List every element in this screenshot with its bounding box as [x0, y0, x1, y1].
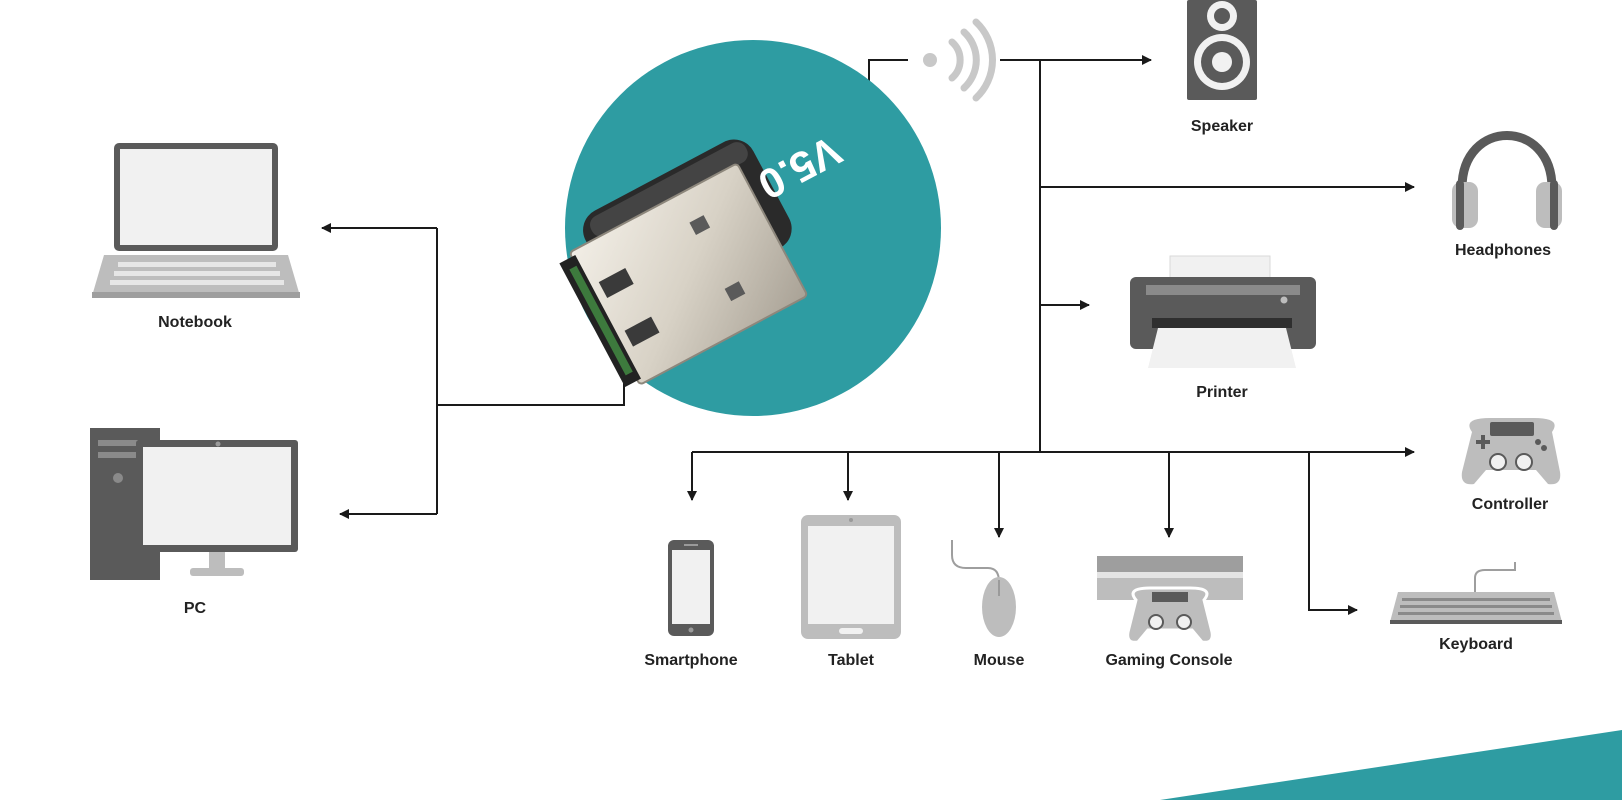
headphones-label: Headphones [1454, 242, 1552, 259]
speaker-label: Speaker [1190, 118, 1254, 135]
mouse-icon [951, 540, 1016, 637]
pc-label: PC [183, 600, 207, 617]
keyboard-label: Keyboard [1439, 636, 1513, 653]
usb-bluetooth-dongle: V5.0 [559, 40, 941, 416]
printer-label: Printer [1196, 384, 1248, 401]
dongle-left-link [437, 355, 625, 406]
keyboard-icon [1390, 562, 1562, 624]
controller-label: Controller [1471, 496, 1549, 513]
wireless-signal-icon [923, 18, 996, 102]
notebook-icon [92, 143, 300, 298]
smartphone-icon [668, 540, 714, 636]
notebook-label: Notebook [158, 314, 232, 331]
tablet-label: Tablet [828, 652, 874, 669]
speaker-icon [1187, 0, 1257, 100]
printer-icon [1130, 255, 1316, 368]
smartphone-label: Smartphone [644, 652, 738, 669]
connection-lines [321, 55, 1415, 615]
pc-icon [90, 428, 298, 580]
gaming-console-label: Gaming Console [1105, 652, 1233, 669]
headphones-icon [1452, 131, 1562, 230]
gaming-console-icon [1097, 556, 1243, 644]
teal-corner-band [1160, 730, 1622, 800]
tablet-icon [801, 515, 901, 639]
controller-icon [1461, 418, 1561, 485]
arrow-to-keyboard [1308, 452, 1358, 615]
mouse-label: Mouse [973, 652, 1025, 669]
